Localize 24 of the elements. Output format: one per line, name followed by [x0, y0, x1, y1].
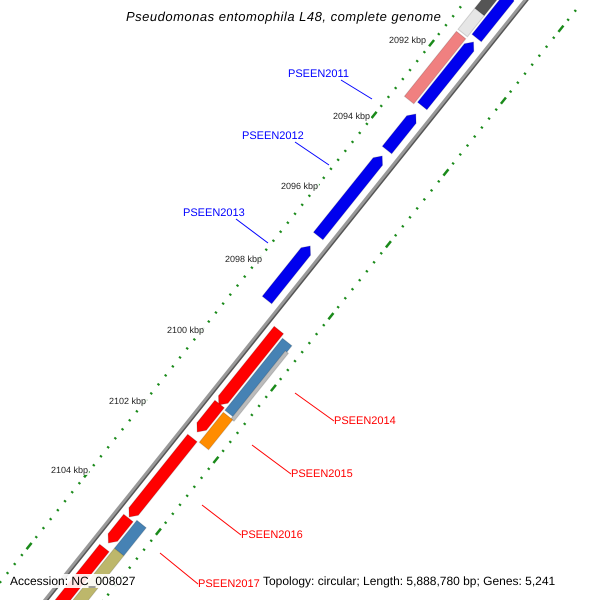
gene-label: PSEEN2012	[242, 130, 304, 142]
scale-label: 2094 kbp	[332, 111, 372, 121]
scale-label: 2104 kbp	[50, 465, 90, 475]
scale-label: 2092 kbp	[388, 35, 428, 45]
title: Pseudomonas entomophila L48, complete genome	[126, 9, 442, 24]
scale-label: 2098 kbp	[224, 254, 264, 264]
leader-line	[294, 392, 334, 422]
leader-line	[340, 80, 372, 100]
gene-label: PSEEN2017	[198, 578, 260, 590]
scale-label: 2102 kbp	[108, 396, 148, 406]
info-text: Accession: NC_008027	[9, 574, 136, 588]
scale-label: 2100 kbp	[166, 325, 206, 335]
leader-line	[202, 504, 242, 536]
gene-label: PSEEN2011	[288, 68, 349, 80]
leader-line	[160, 552, 198, 584]
leader-line	[252, 444, 292, 474]
gene-label: PSEEN2016	[241, 529, 303, 541]
gene-label: PSEEN2015	[291, 468, 353, 480]
gene-label: PSEEN2013	[183, 207, 245, 219]
leader-line	[236, 218, 268, 244]
leader-line	[294, 142, 330, 166]
info-text: Topology: circular; Length: 5,888,780 bp; Genes: 5,241	[262, 574, 556, 588]
gene-label: PSEEN2014	[334, 415, 396, 427]
scale-label: 2096 kbp	[280, 181, 320, 191]
